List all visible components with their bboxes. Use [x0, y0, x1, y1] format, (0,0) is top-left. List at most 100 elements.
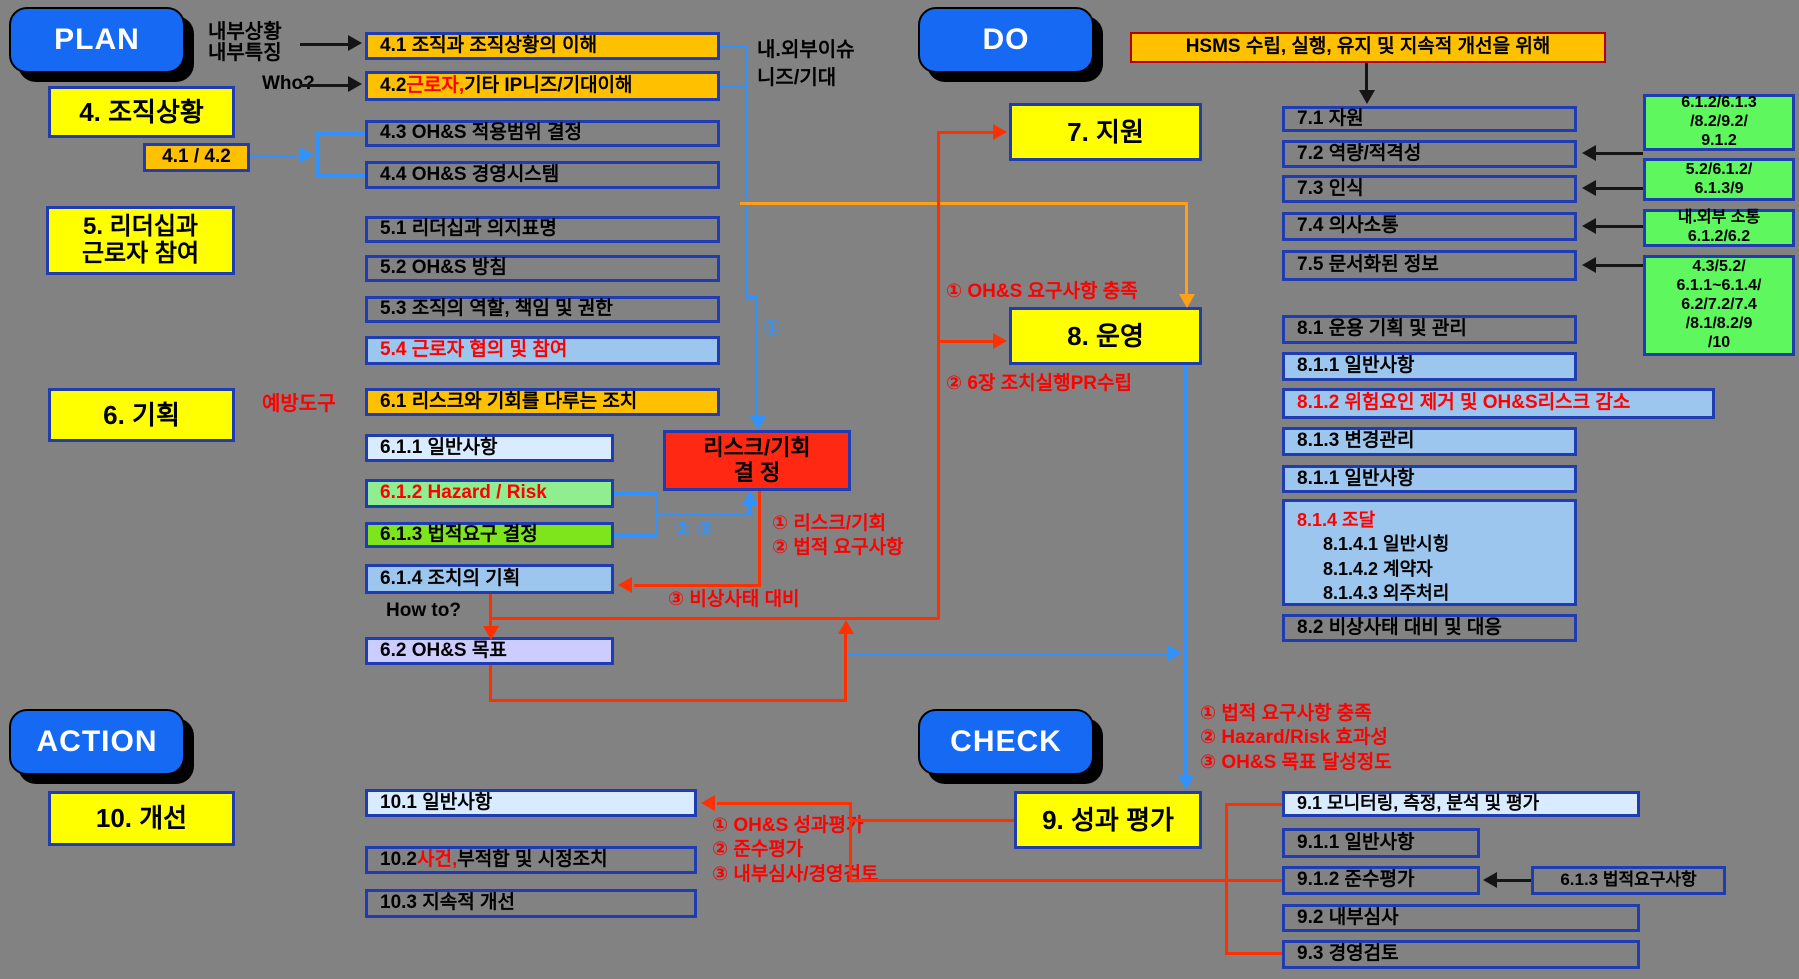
arrowhead-to-operation	[993, 333, 1007, 349]
connector-hsms-to-71	[1365, 63, 1368, 90]
connector-g1-to-72	[1596, 152, 1643, 155]
connector-riskbox-down	[758, 491, 761, 587]
box-10-2-red: 사건,	[416, 848, 458, 870]
connector-emergency-h	[489, 617, 939, 620]
connector-bracket-to-riskbox	[655, 513, 754, 516]
connector-42-out	[720, 85, 747, 88]
action-button: ACTION	[9, 709, 185, 775]
box-4-4: 4.4 OH&S 경영시스템	[365, 161, 720, 189]
arrowhead-to-check-line	[1168, 645, 1182, 661]
box-8-1-3: 8.1.3 변경관리	[1282, 427, 1577, 456]
connector-context-down-1	[745, 45, 748, 298]
connector-who-to-42	[300, 84, 348, 87]
box-10-2: 10.2 사건,부적합 및 시정조치	[365, 846, 697, 874]
connector-context-to-41	[300, 43, 348, 46]
arrowhead-to-riskbox-top	[750, 416, 766, 430]
label-how-to: How to?	[386, 600, 461, 621]
box-9-2: 9.2 내부심사	[1282, 904, 1640, 932]
box-hsms: HSMS 수립, 실행, 유지 및 지속적 개선을 위해	[1130, 32, 1606, 63]
connector-62-to-check-h	[845, 653, 1168, 656]
box-9-1-1: 9.1.1 일반사항	[1282, 828, 1480, 858]
connector-check-trunk	[1225, 803, 1228, 955]
connector-plan-to-operation-v	[1185, 202, 1188, 294]
connector-red-trunk	[937, 133, 940, 620]
connector-context-jog	[745, 296, 758, 299]
connector-check-bottom-h	[849, 879, 1282, 882]
box-6-1-2: 6.1.2 Hazard / Risk	[365, 479, 614, 508]
connector-trunk-to-93	[1225, 952, 1282, 955]
box-4-3: 4.3 OH&S 적용범위 결정	[365, 120, 720, 147]
box-4-2: 4.2 근로자, 기타 IP니즈/기대이해	[365, 71, 720, 101]
connector-plan-to-operation-h	[740, 202, 1188, 205]
connector-613-out	[614, 534, 655, 537]
label-circled-2-3: ② ③	[674, 519, 714, 541]
connector-context-down-2	[755, 296, 758, 416]
connector-62-feedback-v	[844, 634, 847, 702]
box-green-ref-3: 내.외부 소통 6.1.2/6.2	[1643, 209, 1795, 247]
section-7-support: 7. 지원	[1009, 103, 1202, 161]
box-risk-opportunity-decision: 리스크/기회 결 정	[663, 430, 851, 491]
connector-riskbox-to-614	[634, 584, 761, 587]
connector-4142-out	[250, 155, 300, 158]
arrowhead-to-42	[348, 76, 362, 92]
box-6-1: 6.1 리스크와 기회를 다루는 조치	[365, 388, 720, 416]
arrowhead-to-62	[483, 626, 499, 640]
box-green-ref-2: 5.2/6.1.2/ 6.1.3/9	[1643, 158, 1795, 201]
box-9-1-2: 9.1.2 준수평가	[1282, 866, 1480, 895]
box-4-1-4-2: 4.1 / 4.2	[143, 143, 250, 172]
box-6-1-3-ref: 6.1.3 법적요구사항	[1531, 866, 1726, 895]
box-7-2: 7.2 역량/적격성	[1282, 140, 1577, 168]
arrowhead-4142	[300, 147, 314, 163]
label-emergency-preparedness: ③ 비상사태 대비	[668, 589, 800, 610]
connector-trunk-to-operation	[937, 340, 993, 343]
box-5-1: 5.1 리더십과 의지표명	[365, 216, 720, 243]
arrowhead-to-912	[1483, 872, 1497, 888]
arrowhead-orange-to-operation	[1179, 294, 1195, 308]
connector-614-down	[489, 594, 492, 630]
connector-trunk-to-support	[937, 131, 993, 134]
box-4-2-prefix: 4.2	[380, 74, 407, 96]
connector-41-out	[720, 45, 747, 48]
arrowhead-to-75	[1582, 257, 1596, 273]
connector-4142-bracket	[316, 132, 319, 177]
box-10-1: 10.1 일반사항	[365, 789, 697, 817]
arrowhead-feedback-up	[838, 620, 854, 634]
box-5-4: 5.4 근로자 협의 및 참여	[365, 336, 720, 365]
connector-62-down	[489, 665, 492, 701]
label-ohs-requirements-met: ① OH&S 요구사항 충족	[946, 281, 1138, 302]
section-9-performance: 9. 성과 평가	[1014, 791, 1202, 849]
box-8-1: 8.1 운용 기획 및 관리	[1282, 315, 1577, 344]
connector-613ref-to-912	[1497, 879, 1531, 882]
box-6-1-4: 6.1.4 조치의 기획	[365, 564, 614, 594]
box-7-4: 7.4 의사소통	[1282, 212, 1577, 241]
box-5-3: 5.3 조직의 역할, 책임 및 권한	[365, 296, 720, 323]
box-4-2-red: 근로자,	[406, 74, 465, 96]
section-8-operation: 8. 운영	[1009, 307, 1202, 365]
box-8-1-4-1: 8.1.4.1 일반시힝	[1323, 534, 1450, 555]
connector-to-performance-box	[849, 819, 1014, 822]
label-internal-context: 내부상황 내부특징	[208, 21, 282, 64]
arrowhead-to-riskbox-bottom	[742, 491, 758, 505]
connector-to-101	[717, 802, 851, 805]
label-action-inputs: ① OH&S 성과평가 ② 준수평가 ③ 내부심사/경영검토	[712, 815, 879, 885]
section-6-planning: 6. 기획	[48, 388, 235, 442]
box-8-1-4-title: 8.1.4 조달	[1297, 510, 1376, 530]
section-10-improvement: 10. 개선	[48, 791, 235, 846]
box-green-ref-1: 6.1.2/6.1.3 /8.2/9.2/ 9.1.2	[1643, 94, 1795, 151]
box-10-2-rest: 부적합 및 시정조치	[457, 848, 608, 870]
label-needs-expectations: 니즈/기대	[757, 67, 837, 89]
plan-button: PLAN	[9, 7, 185, 73]
box-green-ref-4: 4.3/5.2/ 6.1.1~6.1.4/ 6.2/7.2/7.4 /8.1/8…	[1643, 255, 1795, 356]
box-8-1-4: 8.1.4 조달 8.1.4.1 일반시힝 8.1.4.2 계약자 8.1.4.…	[1282, 499, 1577, 606]
arrowhead-to-73	[1582, 180, 1596, 196]
label-prevention-tool: 예방도구	[262, 393, 336, 415]
connector-612-out	[614, 492, 655, 495]
box-8-2: 8.2 비상사태 대비 및 대응	[1282, 614, 1577, 642]
arrowhead-to-performance	[1178, 776, 1194, 790]
connector-g2-to-73	[1596, 187, 1643, 190]
box-9-3: 9.3 경영검토	[1282, 940, 1640, 969]
box-6-1-1: 6.1.1 일반사항	[365, 434, 614, 462]
connector-g3-to-74	[1596, 225, 1643, 228]
label-check-criteria: ① 법적 요구사항 충족 ② Hazard/Risk 효과성 ③ OH&S 목표…	[1200, 703, 1392, 773]
box-8-1-1b: 8.1.1 일반사항	[1282, 465, 1577, 493]
